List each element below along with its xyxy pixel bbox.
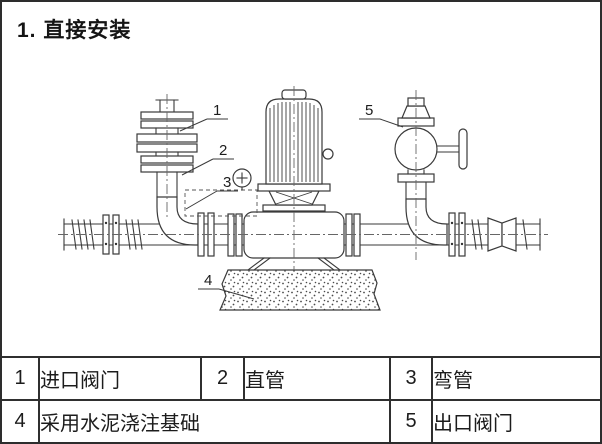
legend-label-elbow: 弯管 xyxy=(431,356,600,401)
outlet-valve-assembly xyxy=(394,97,468,200)
legend-row-2: 4 采用水泥浇注基础 5 出口阀门 xyxy=(2,399,600,442)
legend-num-inlet-valve: 1 xyxy=(2,356,40,401)
callout-1-number: 1 xyxy=(213,102,221,119)
legend-label-straight-pipe: 直管 xyxy=(243,356,391,401)
callout-5-number: 5 xyxy=(365,102,373,119)
centerlines xyxy=(58,86,548,270)
legend-num-outlet-valve: 5 xyxy=(389,399,433,442)
legend-row-1: 1 进口阀门 2 直管 3 弯管 xyxy=(2,356,600,401)
outlet-elbow xyxy=(405,198,466,257)
legend-table: 1 进口阀门 2 直管 3 弯管 4 采用水泥浇注基础 5 出口阀门 xyxy=(2,356,600,442)
legend-label-foundation: 采用水泥浇注基础 xyxy=(38,399,391,442)
legend-num-foundation: 4 xyxy=(2,399,40,442)
motor-eyebolt xyxy=(322,148,334,160)
callout-2: 2 xyxy=(181,142,234,176)
legend-num-straight-pipe: 2 xyxy=(200,356,245,401)
legend-label-outlet-valve: 出口阀门 xyxy=(431,399,600,442)
legend-label-inlet-valve: 进口阀门 xyxy=(38,356,202,401)
inlet-elbow xyxy=(156,196,215,257)
pump-installation-diagram: 1 2 3 4 5 xyxy=(58,86,548,311)
legend-num-elbow: 3 xyxy=(389,356,433,401)
callout-1: 1 xyxy=(179,102,228,132)
callout-2-number: 2 xyxy=(219,142,227,159)
callouts: 1 2 3 4 5 xyxy=(179,102,404,300)
gauge-assembly xyxy=(184,168,258,217)
callout-5: 5 xyxy=(359,102,404,128)
foundation xyxy=(219,269,381,311)
valve-handwheel xyxy=(458,128,468,170)
callout-4-number: 4 xyxy=(204,272,212,289)
callout-4: 4 xyxy=(198,272,255,300)
callout-3-number: 3 xyxy=(223,174,231,191)
callout-3: 3 xyxy=(185,174,238,210)
section-title: 1. 直接安装 xyxy=(17,19,132,42)
